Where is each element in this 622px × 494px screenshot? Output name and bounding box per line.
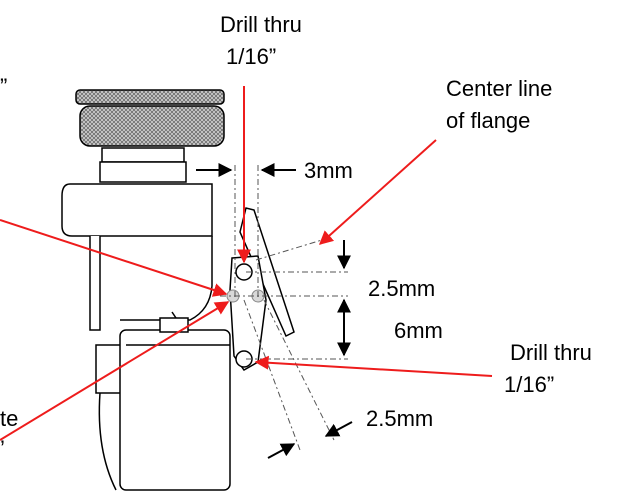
drill-top-label-line1: Drill thru (220, 12, 302, 37)
knurled-knob (75, 89, 225, 147)
dimension-arrows (196, 163, 353, 459)
dimension-2-5mm-offset-label: 2.5mm (366, 406, 434, 431)
lower-servo-body (95, 311, 231, 491)
dimension-3mm-label: 3mm (304, 158, 353, 183)
knob-neck (99, 147, 187, 183)
dimension-6mm-label: 6mm (394, 318, 443, 343)
dimension-2-5mm-vertical-label: 2.5mm (368, 276, 436, 301)
drill-right-label-line2: 1/16” (504, 372, 555, 397)
cut-off-left-top-text: ” (0, 74, 8, 99)
center-line-label-line2: of flange (446, 108, 531, 133)
flange-bracket (229, 207, 295, 371)
drill-right-label-line1: Drill thru (510, 340, 592, 365)
center-line-label-line1: Center line (446, 76, 553, 101)
upper-housing (61, 183, 213, 331)
cut-off-left-bottom-text-line1: te (0, 406, 19, 431)
extension-lines (220, 165, 348, 451)
drill-top-label-line2: 1/16” (226, 44, 277, 69)
callout-arrows (0, 86, 493, 441)
cut-off-left-bottom-text-line2: ’ (0, 436, 5, 461)
